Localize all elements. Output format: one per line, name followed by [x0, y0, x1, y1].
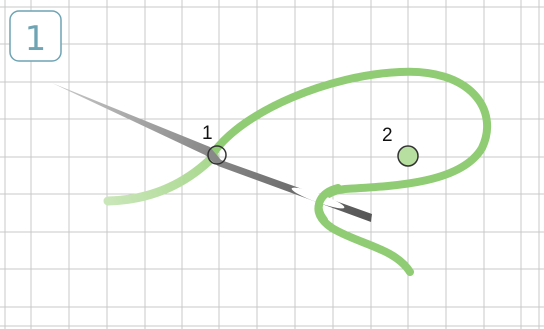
point-2-label: 2 — [382, 125, 393, 146]
thread-loop — [210, 67, 491, 276]
step-badge: 1 — [9, 10, 62, 62]
thread-tail-faded — [103, 151, 219, 206]
step-badge-frame — [9, 10, 62, 62]
thread-through-eye — [314, 184, 342, 224]
point-1-label: 1 — [202, 123, 213, 144]
point-1-marker — [207, 145, 227, 165]
step-badge-label: 1 — [25, 19, 47, 59]
point-2-marker — [397, 145, 419, 167]
needle-shaft — [52, 83, 372, 222]
